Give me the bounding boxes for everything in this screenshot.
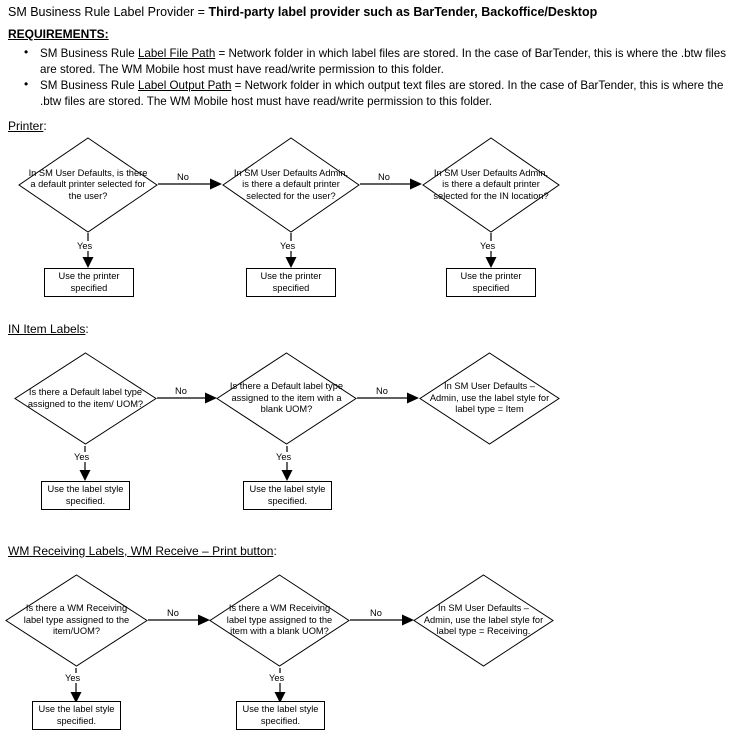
connector-wm-receiving-no-2 <box>350 614 414 626</box>
outcome-printer-3-label: Use the printer specified <box>460 270 522 293</box>
edge-label-in-item-yes-2: Yes <box>275 452 293 462</box>
requirement-item: SM Business Rule Label File Path = Netwo… <box>24 45 743 77</box>
outcome-wm-receiving-2-label: Use the label style specified. <box>242 703 319 726</box>
requirements-heading: REQUIREMENTS: <box>8 27 109 41</box>
decision-in-item-3-label: In SM User Defaults – Admin, use the lab… <box>429 381 550 415</box>
edge-label-printer-yes-3: Yes <box>479 241 497 251</box>
edge-label-wm-receiving-no-1: No <box>166 608 180 618</box>
connector-printer-yes-2 <box>285 233 297 269</box>
outcome-in-item-2-label: Use the label style specified. <box>249 483 326 506</box>
diamond-shape-icon <box>222 137 360 233</box>
edge-label-wm-receiving-yes-2: Yes <box>268 673 286 683</box>
decision-printer-2-label: In SM User Defaults Admin, is there a de… <box>233 167 349 201</box>
edge-label-printer-no-1: No <box>176 172 190 182</box>
section-heading-wm-receiving-colon: : <box>273 544 277 558</box>
section-heading-printer: Printer: <box>8 119 47 134</box>
decision-wm-receiving-1-label: Is there a WM Receiving label type assig… <box>23 603 130 637</box>
outcome-printer-1-label: Use the printer specified <box>58 270 120 293</box>
outcome-in-item-1-label: Use the label style specified. <box>47 483 124 506</box>
connector-in-item-no-1 <box>157 392 217 404</box>
requirement-term: Label File Path <box>137 47 216 60</box>
page-title: SM Business Rule Label Provider = Third-… <box>8 4 743 21</box>
edge-label-in-item-no-2: No <box>375 386 389 396</box>
edge-label-in-item-yes-1: Yes <box>73 452 91 462</box>
connector-printer-no-1 <box>158 178 222 190</box>
requirement-pre: SM Business Rule <box>40 47 138 60</box>
decision-wm-receiving-3-label: In SM User Defaults – Admin, use the lab… <box>423 603 544 637</box>
page-title-emphasis: Third-party label provider such as BarTe… <box>208 5 598 19</box>
edge-label-printer-no-2: No <box>377 172 391 182</box>
outcome-in-item-2[interactable]: Use the label style specified. <box>243 481 332 510</box>
diamond-shape-icon <box>14 352 157 445</box>
decision-printer-1-label: In SM User Defaults, is there a default … <box>28 167 148 201</box>
decision-wm-receiving-2-label: Is there a WM Receiving label type assig… <box>226 603 333 637</box>
decision-in-item-3[interactable]: In SM User Defaults – Admin, use the lab… <box>419 352 560 445</box>
diamond-shape-icon <box>413 574 554 667</box>
decision-wm-receiving-2[interactable]: Is there a WM Receiving label type assig… <box>209 574 350 667</box>
diamond-shape-icon <box>419 352 560 445</box>
diamond-shape-icon <box>18 137 158 233</box>
decision-printer-3[interactable]: In SM User Defaults Admin, is there a de… <box>422 137 560 233</box>
decision-wm-receiving-3[interactable]: In SM User Defaults – Admin, use the lab… <box>413 574 554 667</box>
connector-printer-yes-1 <box>82 233 94 269</box>
connector-printer-no-2 <box>360 178 422 190</box>
outcome-wm-receiving-1-label: Use the label style specified. <box>38 703 115 726</box>
outcome-printer-1[interactable]: Use the printer specified <box>44 268 134 297</box>
decision-in-item-1-label: Is there a Default label type assigned t… <box>27 386 144 409</box>
diamond-shape-icon <box>209 574 350 667</box>
section-heading-in-item-labels-text: IN Item Labels <box>8 322 86 336</box>
edge-label-wm-receiving-no-2: No <box>369 608 383 618</box>
outcome-in-item-1[interactable]: Use the label style specified. <box>41 481 130 510</box>
decision-in-item-1[interactable]: Is there a Default label type assigned t… <box>14 352 157 445</box>
section-heading-in-item-labels-colon: : <box>85 322 89 336</box>
section-heading-printer-text: Printer <box>8 119 44 133</box>
section-heading-printer-colon: : <box>43 119 47 133</box>
connector-in-item-no-2 <box>357 392 419 404</box>
decision-printer-2[interactable]: In SM User Defaults Admin, is there a de… <box>222 137 360 233</box>
document-header: SM Business Rule Label Provider = Third-… <box>8 4 743 110</box>
outcome-wm-receiving-2[interactable]: Use the label style specified. <box>236 701 325 730</box>
requirement-post: = Network folder in which output text fi… <box>40 79 724 108</box>
decision-in-item-2-label: Is there a Default label type assigned t… <box>229 381 344 415</box>
section-heading-wm-receiving-text: WM Receiving Labels, WM Receive – Print … <box>8 544 274 558</box>
edge-label-in-item-no-1: No <box>174 386 188 396</box>
diamond-shape-icon <box>422 137 560 233</box>
decision-in-item-2[interactable]: Is there a Default label type assigned t… <box>216 352 357 445</box>
requirement-post: = Network folder in which label files ar… <box>40 47 726 76</box>
connector-wm-receiving-no-1 <box>148 614 210 626</box>
outcome-printer-2[interactable]: Use the printer specified <box>246 268 336 297</box>
section-heading-in-item-labels: IN Item Labels: <box>8 322 89 337</box>
decision-printer-3-label: In SM User Defaults Admin, is there a de… <box>433 167 549 201</box>
page-title-prefix: SM Business Rule Label Provider = <box>8 5 209 19</box>
connector-printer-yes-3 <box>485 233 497 269</box>
edge-label-printer-yes-1: Yes <box>76 241 94 251</box>
requirement-pre: SM Business Rule <box>40 79 138 92</box>
requirement-term: Label Output Path <box>137 79 232 92</box>
outcome-printer-3[interactable]: Use the printer specified <box>446 268 536 297</box>
outcome-printer-2-label: Use the printer specified <box>260 270 322 293</box>
section-heading-wm-receiving: WM Receiving Labels, WM Receive – Print … <box>8 544 277 559</box>
edge-label-printer-yes-2: Yes <box>279 241 297 251</box>
diamond-shape-icon <box>5 574 148 667</box>
decision-wm-receiving-1[interactable]: Is there a WM Receiving label type assig… <box>5 574 148 667</box>
outcome-wm-receiving-1[interactable]: Use the label style specified. <box>32 701 121 730</box>
diamond-shape-icon <box>216 352 357 445</box>
edge-label-wm-receiving-yes-1: Yes <box>64 673 82 683</box>
requirements-list: SM Business Rule Label File Path = Netwo… <box>8 45 743 109</box>
decision-printer-1[interactable]: In SM User Defaults, is there a default … <box>18 137 158 233</box>
requirement-item: SM Business Rule Label Output Path = Net… <box>24 77 743 109</box>
